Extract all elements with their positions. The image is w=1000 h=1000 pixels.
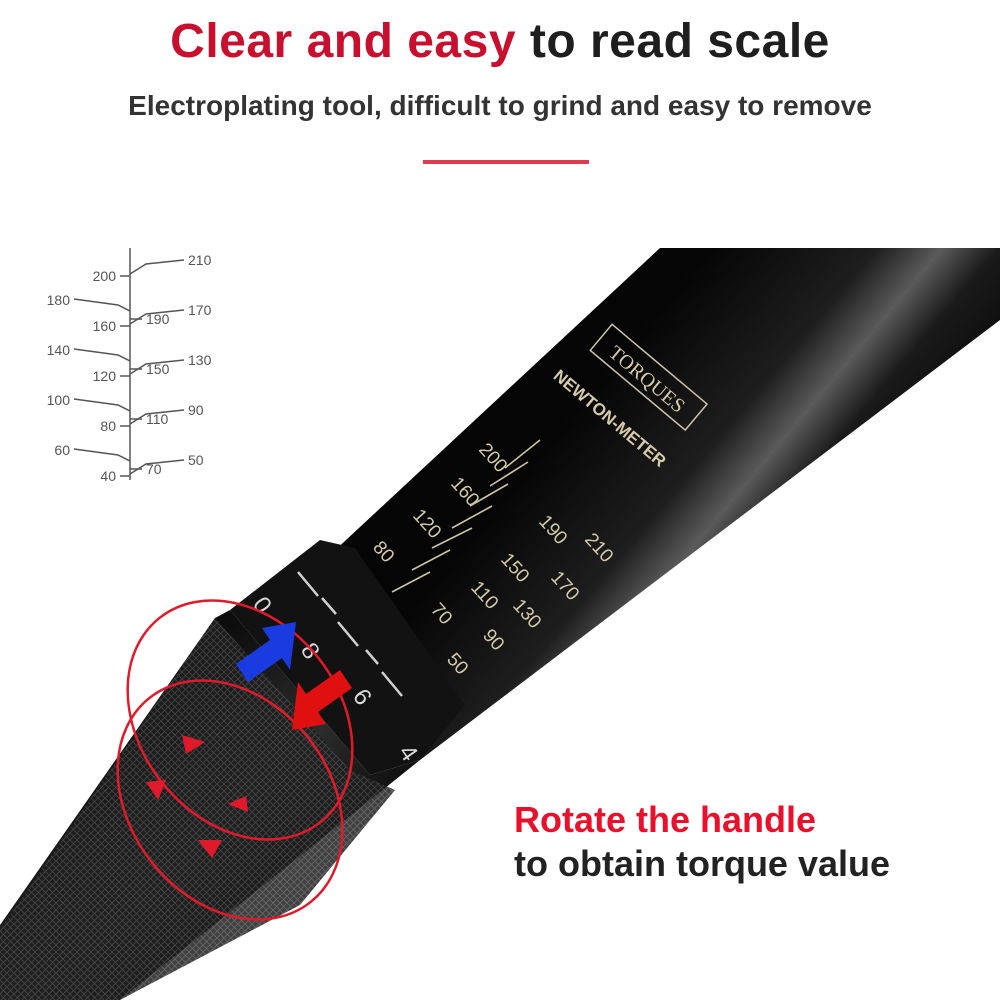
headline-dark: to read scale	[529, 15, 830, 68]
rotation-arrowhead-4	[198, 840, 222, 858]
tube-scale-tick	[469, 483, 509, 507]
wrench-tube	[260, 248, 1000, 760]
tube-scale-tick	[411, 549, 451, 571]
diagram-right-label: 190	[146, 311, 170, 327]
rotation-arrowhead-1	[182, 735, 205, 754]
diagram-right-label: 150	[146, 361, 170, 377]
dial-ring	[230, 540, 465, 775]
diagram-right-label: 90	[188, 402, 204, 418]
diagram-left-label: 80	[100, 418, 116, 434]
diagram-left-label: 140	[47, 342, 71, 358]
direction-arrows	[236, 622, 352, 730]
headline: Clear and easy to read scale	[0, 14, 1000, 69]
diagram-right-label: 170	[188, 302, 212, 318]
diagram-left-label: 180	[47, 292, 71, 308]
tube-scale-tick	[451, 505, 493, 529]
diagram-right-label: 210	[188, 252, 212, 268]
diagram-left-label: 160	[93, 318, 117, 334]
brand-frame	[589, 323, 709, 432]
diagram-right-label: 110	[146, 411, 169, 427]
diagram-left-label: 100	[47, 392, 71, 408]
tube-scale-tick	[391, 571, 431, 593]
red-arrow	[292, 670, 352, 730]
divider-line	[423, 160, 589, 164]
tube-scale-tick	[504, 439, 541, 469]
headline-red: Clear and easy	[170, 15, 517, 68]
caption-line-1: Rotate the handle	[514, 799, 817, 840]
caption: Rotate the handle to obtain torque value	[514, 798, 890, 886]
rotation-arrowhead-3	[228, 796, 248, 812]
diagram-left-label: 40	[100, 468, 116, 484]
blue-arrow	[236, 622, 296, 682]
dial-marks	[297, 571, 403, 697]
diagram-left-label: 60	[54, 442, 70, 458]
diagram-left-label: 120	[93, 368, 117, 384]
tube-scale-tick	[489, 461, 529, 487]
diagram-right-label: 130	[188, 352, 212, 368]
scale-diagram: 200 180 160 140 120 100 80 60 40 210 190 170 150 130 1…	[47, 248, 212, 484]
subheadline: Electroplating tool, difficult to grind …	[128, 90, 872, 121]
diagram-right-label: 50	[188, 452, 204, 468]
diagram-right-label: 70	[146, 461, 162, 477]
rotation-arrowhead-2	[146, 780, 166, 800]
rotation-arrows	[116, 599, 354, 921]
tube-scale-tick	[431, 527, 473, 549]
diagram-left-label: 200	[93, 268, 117, 284]
caption-line-2: to obtain torque value	[514, 843, 891, 884]
